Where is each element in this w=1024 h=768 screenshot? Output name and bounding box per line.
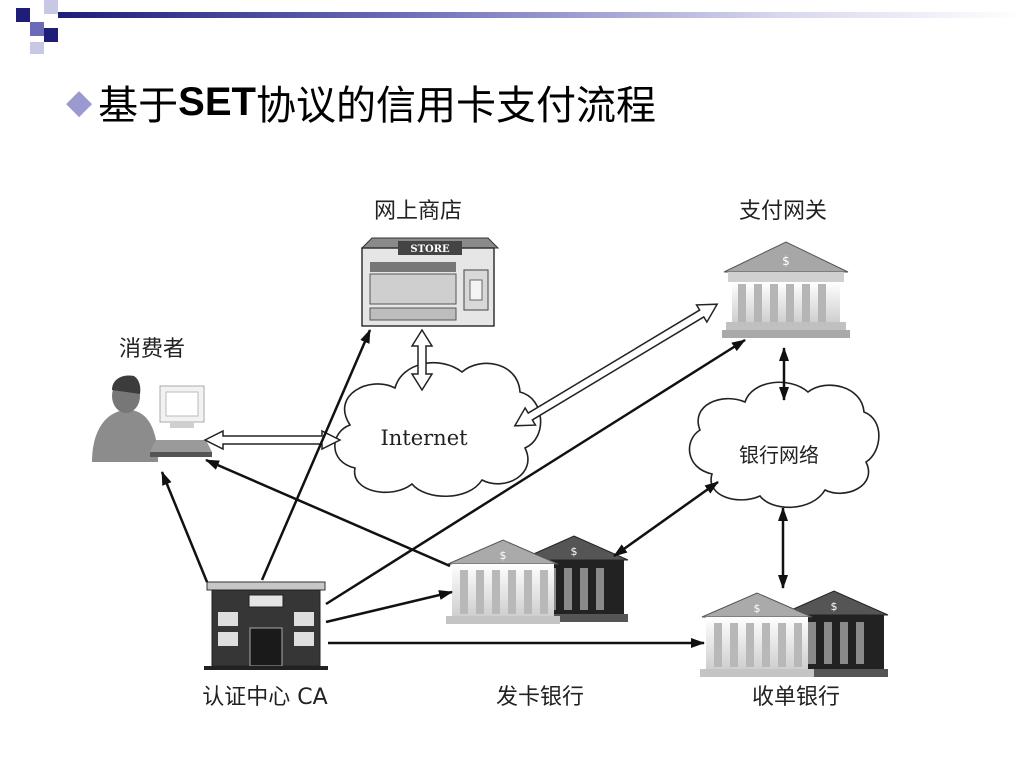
issuing-dollar-sign-1: $ (500, 549, 507, 562)
consumer-icon (92, 375, 212, 462)
acquiring-dollar-sign-2: $ (831, 600, 838, 613)
header-square-1 (16, 8, 30, 22)
arrow-ca-to-store (260, 329, 372, 581)
diamond-bullet-icon: ◆ (66, 82, 93, 122)
acquiring-dollar-sign-1: $ (754, 602, 761, 615)
title-suffix: 协议的信用卡支付流程 (255, 83, 656, 129)
consumer-internet-double-arrow (203, 429, 342, 451)
header-square-5 (30, 42, 44, 54)
gateway-dollar-sign: $ (782, 254, 790, 268)
internet-gateway-double-arrow (513, 303, 719, 427)
ca-label: 认证中心 CA (202, 685, 327, 710)
internet-cloud: Internet (334, 362, 542, 498)
header-band (16, 0, 1024, 54)
header-square-2 (44, 0, 58, 14)
online-store-label: 网上商店 (374, 199, 462, 224)
acquiring-bank-label: 收单银行 (752, 685, 840, 710)
payment-gateway-label: 支付网关 (739, 199, 827, 224)
solid-arrows (160, 329, 789, 648)
bank-network-cloud: 银行网络 (688, 381, 880, 509)
bank-network-label: 银行网络 (739, 443, 819, 467)
store-icon: STORE (360, 237, 500, 327)
arrow-ca-to-issuing-bank (325, 590, 453, 624)
arrow-ca-to-gateway (325, 338, 746, 606)
title-prefix: 基于 (98, 83, 179, 129)
header-square-4 (44, 28, 58, 42)
store-internet-double-arrow (410, 328, 434, 392)
payment-gateway-bank-icon: $ (722, 241, 850, 338)
slide-title: ◆ 基于 SET 协议的信用卡支付流程 (66, 74, 656, 130)
issuing-bank-icon: $ $ (446, 535, 629, 624)
acquiring-bank-icon: $ $ (700, 590, 889, 677)
header-square-3 (30, 22, 44, 36)
ca-building-icon (204, 581, 328, 670)
consumer-label: 消费者 (119, 337, 185, 362)
store-sign-text: STORE (410, 244, 450, 255)
arrow-ca-to-consumer (160, 471, 209, 583)
issuing-bank-label: 发卡银行 (496, 685, 584, 710)
arrow-issuing-bank-to-consumer (205, 458, 451, 568)
internet-label: Internet (380, 426, 468, 450)
arrow-issuing-bank-network (613, 480, 719, 558)
issuing-dollar-sign-2: $ (571, 545, 578, 558)
title-set: SET (178, 79, 256, 124)
